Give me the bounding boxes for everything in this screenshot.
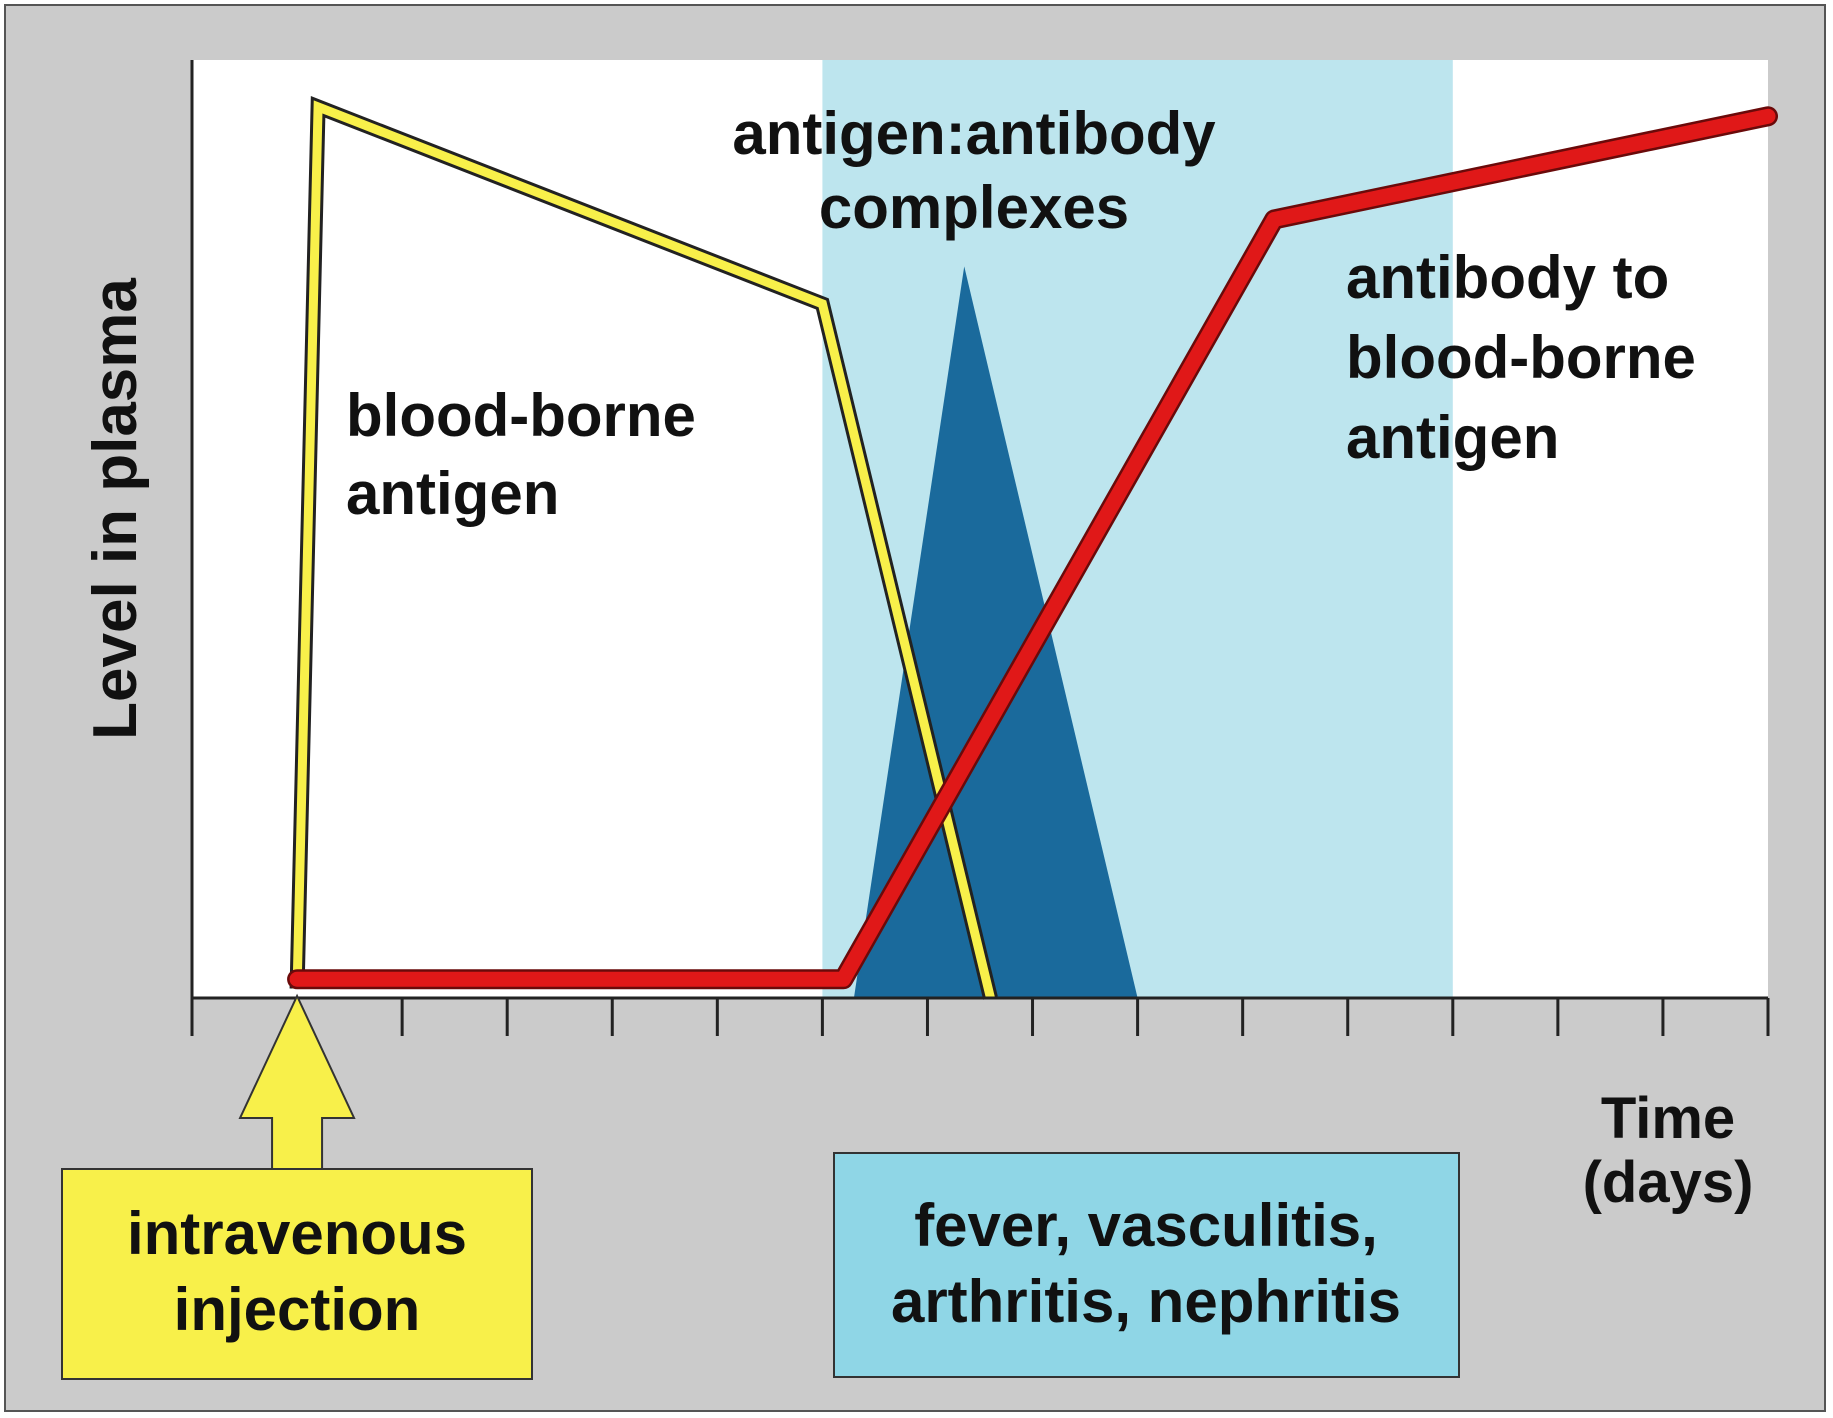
- complexes-label: complexes: [819, 174, 1129, 241]
- antibody-label: antigen: [1346, 404, 1559, 471]
- symptoms-label: arthritis, nephritis: [891, 1268, 1401, 1335]
- injection-arrow: [238, 993, 356, 1170]
- x-axis-label: Time: [1601, 1086, 1735, 1151]
- complexes-label: antigen:antibody: [732, 100, 1216, 167]
- antigen-line: [292, 100, 995, 1000]
- injection-label: injection: [174, 1276, 421, 1343]
- symptoms-label: fever, vasculitis,: [914, 1192, 1378, 1259]
- x-axis-label: (days): [1583, 1150, 1754, 1215]
- injection-box: [61, 1168, 533, 1380]
- injection-label: intravenous: [127, 1200, 467, 1267]
- antigen-label: blood-borne: [346, 382, 696, 449]
- symptoms-box: [833, 1152, 1460, 1378]
- antibody-label: antibody to: [1346, 244, 1669, 311]
- antibody-line: [289, 108, 1776, 987]
- antigen-label: antigen: [346, 460, 559, 527]
- antibody-label: blood-borne: [1346, 324, 1696, 391]
- complexes-triangle: [853, 266, 1138, 998]
- y-axis-label: Level in plasma: [81, 278, 150, 740]
